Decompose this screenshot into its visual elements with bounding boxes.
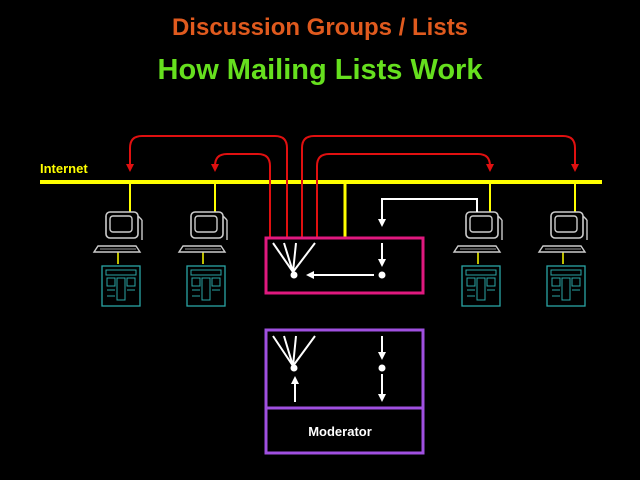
slide-title: Discussion Groups / Lists	[171, 14, 469, 41]
moderator-box	[264, 328, 425, 455]
delivery-arrows	[126, 135, 579, 237]
internet-label: Internet	[40, 161, 88, 176]
list-server-flow	[272, 242, 386, 279]
moderator-label: Moderator	[308, 424, 372, 439]
moderator-flow	[272, 335, 386, 402]
list-server-box	[264, 236, 425, 295]
slide-subtitle: How Mailing Lists Work	[157, 54, 483, 86]
incoming-message-path	[378, 198, 478, 227]
